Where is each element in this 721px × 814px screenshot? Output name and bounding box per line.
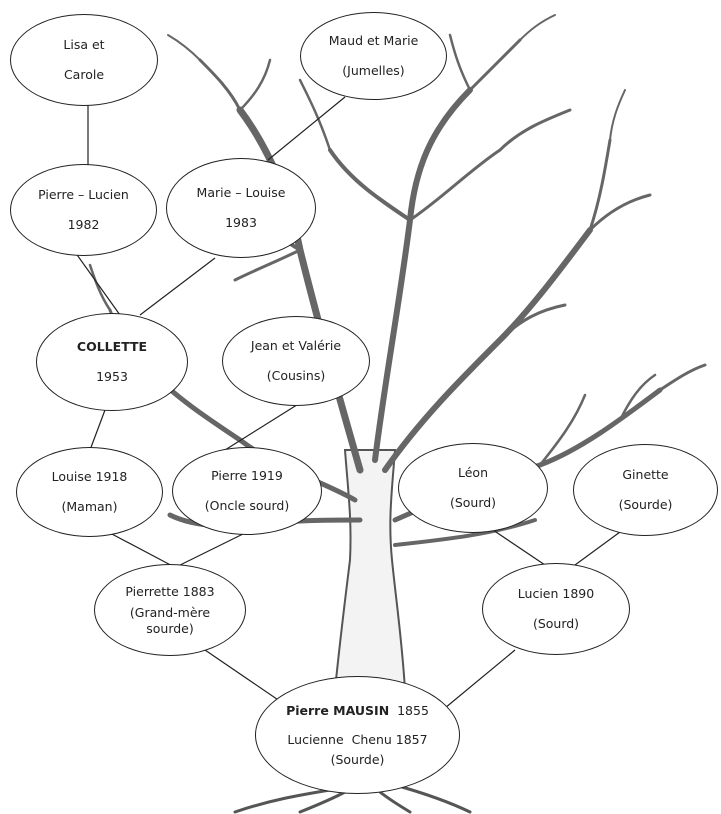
node-collette-line2: 1953 [96, 369, 128, 384]
node-leon: Léon (Sourd) [398, 443, 548, 533]
connector-ginette-lucien [574, 531, 621, 566]
connector-leon-lucien [489, 527, 546, 566]
connector-pierre1919-pierrette [169, 532, 246, 571]
connector-marielouise-collette [139, 257, 216, 316]
node-pierre-mausin: Pierre MAUSIN 1855 Lucienne Chenu 1857 (… [255, 676, 460, 794]
connector-pierrelucien-collette [74, 251, 121, 316]
node-ginette-line1: Ginette [622, 467, 669, 483]
node-pierre-lucien-line1: Pierre – Lucien [38, 187, 129, 203]
node-marie-louise-line1: Marie – Louise [196, 185, 286, 201]
node-louise-line1: Louise 1918 [51, 469, 128, 485]
node-maud-marie-line1: Maud et Marie [328, 33, 419, 49]
node-pierre-mausin-line2: Lucienne Chenu 1857 [287, 732, 428, 748]
node-pierre-mausin-line3: (Sourde) [330, 751, 385, 767]
node-ginette-line2: (Sourde) [618, 497, 673, 512]
tree-trunk [333, 449, 407, 691]
node-jean-valerie: Jean et Valérie (Cousins) [222, 316, 370, 406]
connector-lucien-pierremausin [444, 649, 516, 709]
node-lisa-carole: Lisa et Carole [10, 14, 158, 106]
node-jean-valerie-line1: Jean et Valérie [250, 338, 342, 354]
node-pierre-1919-line1: Pierre 1919 [211, 468, 283, 484]
node-pierre-mausin-line1: Pierre MAUSIN 1855 [286, 703, 429, 719]
node-maud-marie-line2: (Jumelles) [342, 63, 405, 78]
node-leon-line1: Léon [457, 465, 488, 481]
node-collette: COLLETTE 1953 [36, 313, 188, 411]
connector-maud-marielouise [267, 96, 346, 161]
node-pierre-lucien: Pierre – Lucien 1982 [10, 164, 157, 256]
node-pierre-1919: Pierre 1919 (Oncle sourd) [172, 447, 322, 535]
node-pierre-lucien-line2: 1982 [67, 217, 100, 232]
node-lucien-line2: (Sourd) [532, 616, 580, 631]
node-leon-line2: (Sourd) [449, 495, 497, 510]
connector-jean-pierre1919 [224, 402, 301, 451]
node-pierre-1919-line2: (Oncle sourd) [204, 498, 290, 513]
node-pierrette-line3: sourde) [146, 620, 194, 636]
node-jean-valerie-line2: (Cousins) [266, 368, 326, 383]
node-marie-louise: Marie – Louise 1983 [166, 158, 316, 258]
node-pierrette: Pierrette 1883 (Grand-mère sourde) [94, 564, 246, 656]
node-louise-line2: (Maman) [61, 499, 118, 514]
node-lisa-carole-line1: Lisa et [63, 37, 105, 53]
node-lucien-line1: Lucien 1890 [517, 586, 595, 602]
node-maud-marie: Maud et Marie (Jumelles) [300, 12, 447, 100]
node-pierrette-line1: Pierrette 1883 [125, 583, 215, 599]
connector-lines [74, 96, 621, 709]
node-pierrette-line2: (Grand-mère [129, 605, 211, 621]
node-louise: Louise 1918 (Maman) [16, 447, 163, 537]
node-marie-louise-line2: 1983 [225, 215, 257, 230]
connector-collette-louise [89, 409, 106, 451]
node-ginette: Ginette (Sourde) [573, 444, 718, 536]
node-pierre-mausin-year: 1855 [397, 702, 429, 718]
node-lucien: Lucien 1890 (Sourd) [482, 563, 630, 655]
node-pierre-mausin-name: Pierre MAUSIN [286, 702, 390, 718]
connector-louise-pierrette [109, 532, 181, 571]
node-lisa-carole-line2: Carole [63, 67, 105, 82]
node-collette-line1: COLLETTE [76, 339, 148, 355]
